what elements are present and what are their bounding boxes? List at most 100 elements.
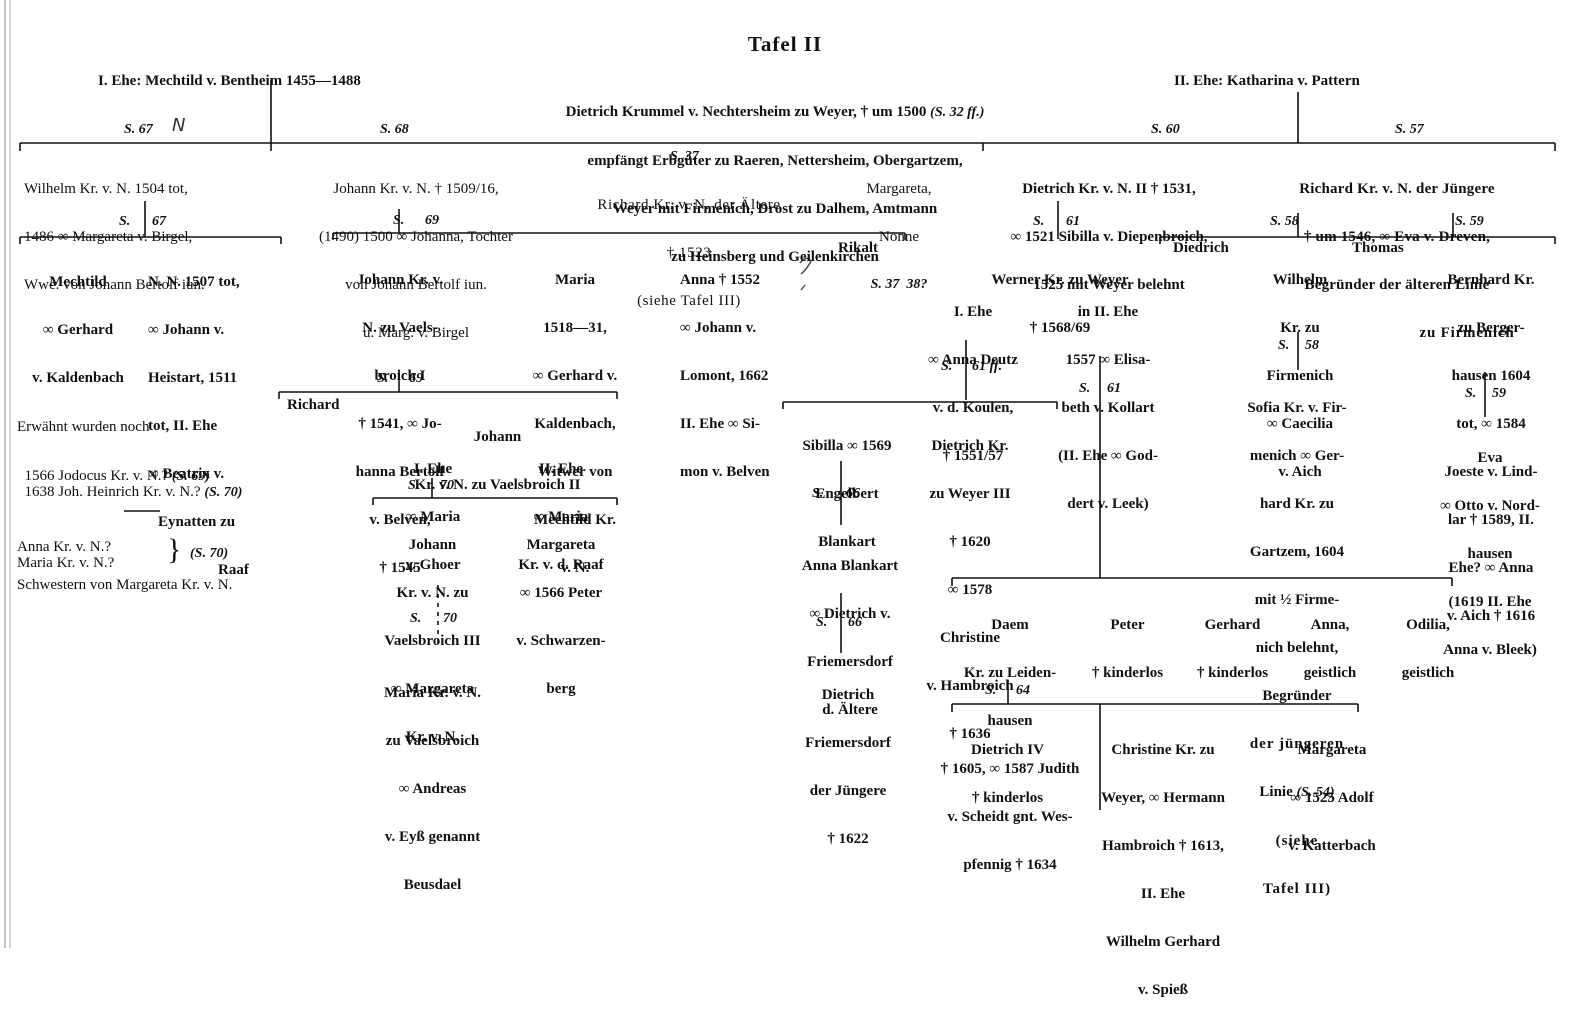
text-line: d. Ältere <box>822 702 878 718</box>
text-line: ∞ Johann v. <box>680 320 757 336</box>
page-ref: S. 67 <box>124 122 153 137</box>
text-line: in II. Ehe <box>1077 304 1139 320</box>
text-line: v. Katterbach <box>1288 838 1376 854</box>
person-anna-blankart: Anna Blankart ∞ Dietrich v. Friemersdorf… <box>775 526 925 734</box>
text-line: v. Spieß <box>1137 982 1189 998</box>
text-line: I. Ehe <box>953 304 993 320</box>
text-line: Eva <box>1477 450 1503 466</box>
brace-icon: } <box>167 533 182 566</box>
text-line: (siehe <box>1275 833 1319 849</box>
note-schwestern: Schwestern von Margareta Kr. v. N. <box>17 577 233 593</box>
person-maria-1518: Maria 1518—31, ∞ Gerhard v. Kaldenbach, … <box>505 240 645 592</box>
text-line: berg <box>546 681 576 697</box>
text-line: I. Ehe <box>413 461 453 477</box>
page-ref: 61 <box>1107 381 1121 396</box>
text-line: v. Eyß genannt <box>384 829 481 845</box>
person-richard: Richard <box>287 397 340 413</box>
person-margareta-1525: Margareta ∞ 1525 Adolf v. Katterbach <box>1262 710 1402 870</box>
page-ref: S. 58 <box>1270 214 1299 229</box>
text-line: hausen <box>1467 546 1513 562</box>
text-line: Werner Kr. zu Weyer <box>991 272 1129 288</box>
text-line: II. Ehe ∞ Si- <box>680 416 760 432</box>
text-line: Tafel III) <box>1262 881 1332 897</box>
text-line: † kinderlos <box>971 790 1044 806</box>
johann-ii-first-marriage: I. Ehe ∞ Maria v. Ghoer <box>378 429 488 589</box>
text-line: der jüngeren <box>1249 736 1345 752</box>
text-line: Johann Kr. v. N. † 1509/16, <box>333 181 499 197</box>
text-line: Nonne <box>879 229 919 245</box>
person-johann-vaelsbroich-iii: Johann Kr. v. N. zu Vaelsbroich III ∞ Ma… <box>360 505 505 761</box>
person-richard-aeltere: Richard Kr. v. N. der Ältere † 1523 (sie… <box>555 165 823 325</box>
text-line: Anna v. Bleek) <box>1443 642 1537 658</box>
person-margareta-nonne: Margareta, Nonne S. 37 38? <box>848 149 950 309</box>
page-ref: S. 37 38? <box>870 277 928 292</box>
text-line: ∞ Margareta <box>390 681 475 697</box>
text-line: † 1620 <box>949 534 991 550</box>
text-line: Wilhelm Gerhard <box>1105 934 1221 950</box>
text-line: zu Firmenich <box>1419 325 1515 341</box>
person-christine: Christine Kr. zu Weyer, ∞ Hermann Hambro… <box>1078 710 1248 1014</box>
text-line: † 1523 <box>666 245 712 261</box>
text-line: tot, II. Ehe <box>148 418 218 434</box>
werner-second-marriage: in II. Ehe 1557 ∞ Elisa- beth v. Kollart… <box>1040 272 1176 528</box>
text-line: Richard Kr. v. N. der Jüngere <box>1299 181 1495 197</box>
text-line: hard Kr. zu <box>1259 496 1335 512</box>
text-line: Witwer von <box>537 464 613 480</box>
person-daem: Daem Kr. zu Leiden- hausen † 1605, ∞ 158… <box>905 585 1115 889</box>
text-line: ∞ Andreas <box>398 781 467 797</box>
text-line: Gerhard <box>1204 617 1261 633</box>
text-line: N. zu Vaels- <box>362 320 438 336</box>
pencil-note: N <box>172 115 186 136</box>
text-line: ∞ Beatrix v. <box>148 466 225 482</box>
page-ref: (S. 70) <box>190 546 229 561</box>
text-line: † um 1546, ∞ Eva v. Dreven, <box>1303 229 1491 245</box>
text-line: Kr. v. d. Raaf <box>518 557 604 573</box>
text-line: Begründer der älteren Linie <box>1304 277 1490 293</box>
page-ref: S. 59 <box>1455 214 1484 229</box>
text-line: hausen <box>987 713 1033 729</box>
text-line: 1518—31, <box>543 320 607 336</box>
text-line: † 1541, ∞ Jo- <box>358 416 442 432</box>
text-line: Heistart, 1511 <box>148 370 238 386</box>
person-johann-vaelsbroich-i: Johann Kr. v. N. zu Vaels- broich I † 15… <box>328 240 472 592</box>
person-mechtild: Mechtild ∞ Gerhard v. Kaldenbach <box>18 242 138 402</box>
text-line: † 1568/69 <box>1029 320 1091 336</box>
page-ref: S. <box>1465 386 1477 401</box>
text-line: v. Aich <box>1278 464 1322 480</box>
text-line: (1619 II. Ehe <box>1448 594 1532 610</box>
text-line: hanna Bertolf <box>355 464 445 480</box>
werner-first-marriage: I. Ehe ∞ Anna Deutz v. d. Koulen, † 1551… <box>900 272 1046 480</box>
person-anna-geistlich: Anna, geistlich <box>1285 585 1375 697</box>
text-line: Kr. zu Leiden- <box>963 665 1057 681</box>
text-line: Eynatten zu <box>158 514 236 530</box>
text-line: Maria Kr. v. N. <box>384 685 481 701</box>
page-ref: S. <box>985 683 997 698</box>
text-line: ∞ 1578 <box>947 582 993 598</box>
person-odilia: Odilia, geistlich <box>1383 585 1473 697</box>
progenitor-line-4: zu Heinsberg und Geilenkirchen <box>671 249 879 265</box>
page-ref: 59 <box>1492 386 1506 401</box>
page-ref: 61 <box>1066 214 1080 229</box>
text-line: zu Berger- <box>1457 320 1525 336</box>
text-line: II. Ehe <box>538 461 584 477</box>
person-rikalt: Rikalt <box>838 240 879 256</box>
person-dietrich-iii: Dietrich Kr. zu Weyer III † 1620 ∞ 1578 … <box>905 406 1035 758</box>
progenitor-line-2: empfängt Erbgüter zu Raeren, Nettersheim… <box>587 153 963 169</box>
text-line: Kr. v. N. zu Vaelsbroich II <box>414 477 581 493</box>
person-dietrich-iv: Dietrich IV † kinderlos <box>950 710 1065 822</box>
text-line: Christine <box>940 630 1000 646</box>
text-line: (1490) 1500 ∞ Johanna, Tochter <box>319 229 513 245</box>
text-line: Wilhelm <box>1272 272 1328 288</box>
progenitor-line-1: Dietrich Krummel v. Nechtersheim zu Weye… <box>565 104 927 120</box>
text-line: hausen 1604 <box>1451 368 1531 384</box>
text-line: Johann Kr. v. <box>356 272 444 288</box>
text-line: Weyer, ∞ Hermann <box>1101 790 1225 806</box>
text-line: ∞ Gerhard <box>42 322 114 338</box>
page-ref: 66 <box>846 486 860 501</box>
text-line: Christine Kr. zu <box>1111 742 1215 758</box>
text-line: geistlich <box>1401 665 1455 681</box>
text-line: zu Vaelsbroich <box>385 733 480 749</box>
text-line: Wilhelm Kr. v. N. 1504 tot, <box>24 181 188 197</box>
text-line: ∞ Otto v. Nord- <box>1440 498 1540 514</box>
text-line: Blankart <box>818 534 876 550</box>
